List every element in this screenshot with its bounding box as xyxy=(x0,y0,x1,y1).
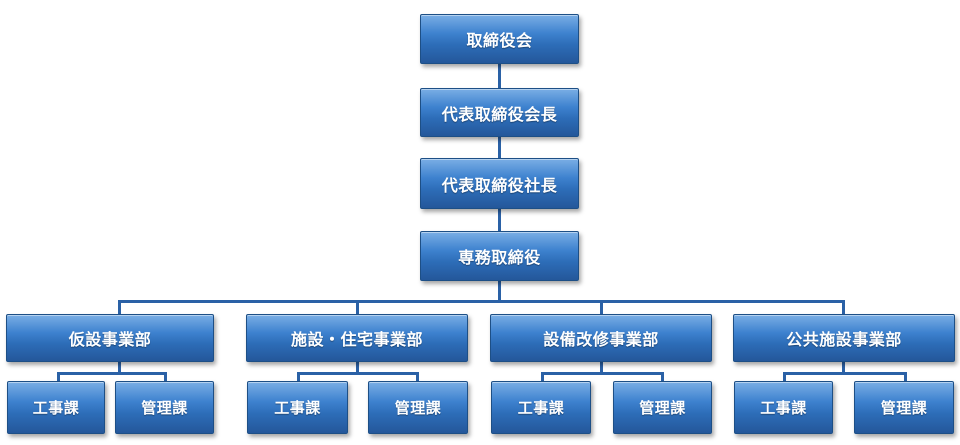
president-box[interactable]: 代表取締役社長 xyxy=(420,158,579,209)
section-box-2-management[interactable]: 管理課 xyxy=(368,381,468,434)
connector-section-3a xyxy=(541,372,544,382)
section-box-3-construction[interactable]: 工事課 xyxy=(491,381,591,434)
division-box-4[interactable]: 公共施設事業部 xyxy=(733,314,955,362)
division-box-2[interactable]: 施設・住宅事業部 xyxy=(246,314,468,362)
connector-chairman-president xyxy=(498,136,501,159)
section-box-2-construction[interactable]: 工事課 xyxy=(247,381,348,434)
connector-section-1b xyxy=(164,372,167,382)
section-bus-3 xyxy=(541,372,664,375)
connector-division-4 xyxy=(842,300,845,315)
section-box-4-management[interactable]: 管理課 xyxy=(854,381,954,434)
connector-senior-bus xyxy=(498,280,501,302)
division-box-1[interactable]: 仮設事業部 xyxy=(6,314,214,362)
senior-managing-director-box[interactable]: 専務取締役 xyxy=(420,231,579,281)
connector-section-2b xyxy=(416,372,419,382)
connector-division-4-down xyxy=(842,362,845,374)
connector-board-chairman xyxy=(498,64,501,89)
connector-division-1 xyxy=(118,300,121,315)
connector-division-1-down xyxy=(118,362,121,374)
connector-president-senior xyxy=(498,208,501,232)
connector-division-2-down xyxy=(356,362,359,374)
section-bus-1 xyxy=(57,372,167,375)
connector-section-4b xyxy=(904,372,907,382)
connector-division-2 xyxy=(356,300,359,315)
connector-division-3 xyxy=(600,300,603,315)
connector-section-2a xyxy=(297,372,300,382)
section-box-3-management[interactable]: 管理課 xyxy=(613,381,712,434)
section-box-4-construction[interactable]: 工事課 xyxy=(734,381,833,434)
division-bus-line xyxy=(118,300,844,303)
connector-section-4a xyxy=(783,372,786,382)
connector-section-1a xyxy=(57,372,60,382)
section-bus-2 xyxy=(297,372,419,375)
section-bus-4 xyxy=(783,372,907,375)
connector-section-3b xyxy=(661,372,664,382)
section-box-1-construction[interactable]: 工事課 xyxy=(7,381,105,434)
board-of-directors-box[interactable]: 取締役会 xyxy=(420,14,579,64)
division-box-3[interactable]: 設備改修事業部 xyxy=(490,314,712,362)
chairman-box[interactable]: 代表取締役会長 xyxy=(420,88,579,137)
connector-division-3-down xyxy=(600,362,603,374)
section-box-1-management[interactable]: 管理課 xyxy=(115,381,214,434)
